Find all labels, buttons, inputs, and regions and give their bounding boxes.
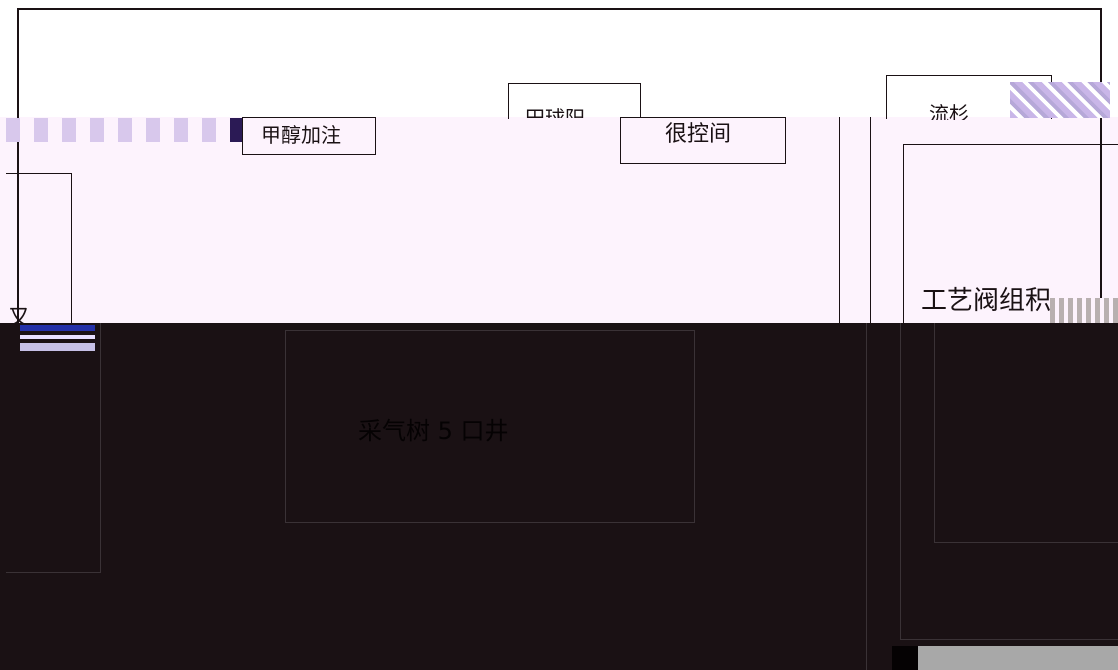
gas-well-box: 采气树 5 口井 [285,330,695,523]
noise-strip-left [6,118,242,142]
methanol-injection-label: 甲醇加注 [261,123,341,147]
right-dark-box-outer [900,323,1118,640]
noise-top-right [1010,82,1110,118]
valve-group-label: 工艺阀组积 [921,286,1052,316]
right-dark-box-inner [934,323,1118,543]
noise-valve-edge [1050,298,1118,323]
methanol-injection-box: 甲醇加注 [242,117,376,155]
noise-dark-left [20,325,95,351]
upper-right-label: 流杉 [929,102,969,120]
upper-fragment-label: 田球阳 [525,106,585,118]
separator-line-2 [870,117,871,323]
control-room-box: 很控间 [620,117,786,164]
valve-group-box: 工艺阀组积 [903,144,1118,323]
top-region [0,0,1118,117]
left-dark-box [6,323,101,573]
bottom-right-strip [892,646,1118,670]
middle-region [0,117,1118,323]
upper-fragment-box: 田球阳 [508,83,641,119]
small-fragment-label: 又 [8,306,31,331]
separator-line-1 [839,117,840,323]
noise-block-left [230,118,242,142]
left-side-box [6,173,72,323]
control-room-label: 很控间 [665,122,732,147]
gas-well-label: 采气树 5 口井 [358,417,509,445]
bottom-region [0,323,1118,670]
separator-line-3 [866,323,867,670]
